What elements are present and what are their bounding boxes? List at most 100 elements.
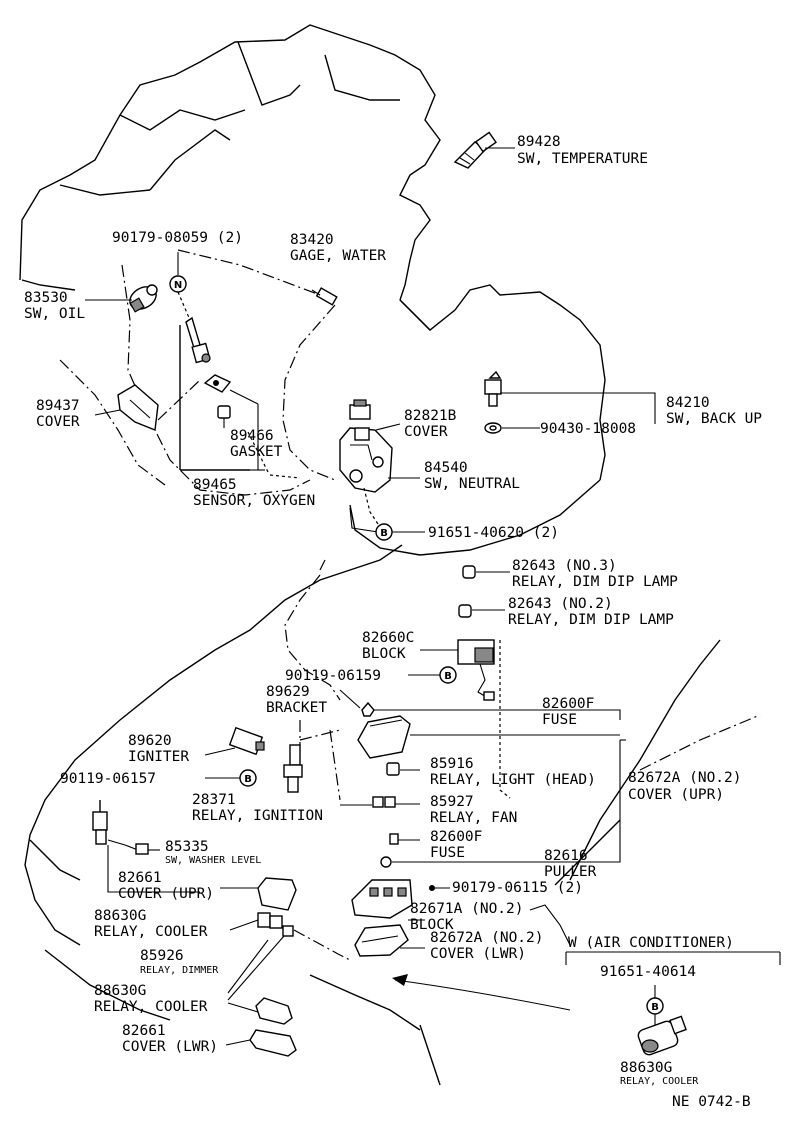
dim-dip-relay-no2-part	[458, 604, 472, 618]
ac-cooler-relay-part	[637, 1015, 687, 1056]
part-name-label: PULLER	[544, 864, 597, 880]
oxygen-sensor-cover-part	[117, 384, 159, 431]
part-number-label: 89437	[36, 398, 80, 414]
cooler-relay-2-part	[255, 997, 293, 1025]
part-number-label: 90119-06157	[60, 771, 156, 787]
b-marker-1: B	[375, 523, 393, 541]
water-gage-part	[311, 287, 338, 306]
part-number-label: 82672A (NO.2)	[628, 770, 742, 786]
part-number-label: 82660C	[362, 630, 414, 646]
washer-level-switch-part	[92, 800, 149, 855]
part-name-label: RELAY, COOLER	[94, 999, 208, 1015]
part-number-label: 83420	[290, 232, 334, 248]
part-name-label: BRACKET	[266, 700, 327, 716]
part-number-label: 82672A (NO.2)	[430, 930, 544, 946]
part-name-label: RELAY, DIM DIP LAMP	[508, 612, 674, 628]
part-number-label: 84540	[424, 460, 468, 476]
n-marker-letter: N	[174, 280, 182, 291]
part-name-label: SW, WASHER LEVEL	[165, 855, 261, 866]
oxygen-sensor-part	[179, 316, 250, 471]
fuse-clip-part	[361, 701, 375, 717]
headlight-relay-part	[386, 762, 400, 776]
igniter-part	[228, 726, 265, 756]
part-name-label: RELAY, COOLER	[94, 924, 208, 940]
part-number-label: 82643 (NO.2)	[508, 596, 613, 612]
part-number-label: 82600F	[430, 829, 482, 845]
part-number-label: 85927	[430, 794, 474, 810]
fan-relay-part	[372, 796, 396, 808]
part-name-label: SENSOR, OXYGEN	[193, 493, 315, 509]
part-name-label: GAGE, WATER	[290, 248, 386, 264]
part-labels: 89428 SW, TEMPERATURE 90179-08059 (2) 83…	[24, 134, 762, 1087]
b-marker-letter: B	[651, 1002, 659, 1013]
cooler-relay-part	[257, 912, 283, 929]
variant-heading: W (AIR CONDITIONER)	[568, 935, 734, 951]
part-number-label: 90430-18008	[540, 421, 636, 437]
part-number-label: 82661	[122, 1023, 166, 1039]
part-name-label: RELAY, DIMMER	[140, 965, 219, 976]
gasket-part	[203, 374, 259, 440]
dim-dip-relay-no3-part	[462, 565, 476, 579]
neutral-switch-part	[339, 399, 393, 493]
fuse-part	[389, 833, 399, 845]
part-number-label: 90179-08059 (2)	[112, 230, 243, 246]
n-marker: N	[169, 275, 187, 293]
part-name-label: COVER	[36, 414, 80, 430]
b-marker-letter: B	[444, 671, 452, 682]
engine-compartment-outline	[24, 544, 761, 1086]
part-number-label: 82821B	[404, 408, 457, 424]
part-name-label: COVER	[404, 424, 448, 440]
part-number-label: 84210	[666, 395, 710, 411]
figure-code: NE 0742-B	[672, 1094, 751, 1110]
part-number-label: 88630G	[620, 1060, 672, 1076]
part-number-label: 85926	[140, 948, 184, 964]
back-up-switch-part	[484, 370, 502, 434]
part-number-label: 82600F	[542, 696, 594, 712]
relay-block-part	[457, 639, 495, 701]
part-name-label: SW, OIL	[24, 306, 85, 322]
part-number-label: 89629	[266, 684, 310, 700]
fuse-cover-part	[357, 715, 411, 759]
part-number-label: 89465	[193, 477, 237, 493]
upper-cover-part	[257, 877, 297, 911]
part-number-label: 83530	[24, 290, 68, 306]
part-name-label: BLOCK	[410, 917, 454, 933]
part-name-label: COVER (UPR)	[118, 886, 214, 902]
part-name-label: BLOCK	[362, 646, 406, 662]
part-name-label: COVER (LWR)	[122, 1039, 218, 1055]
relay-block-no2-part	[351, 879, 435, 919]
puller-part	[380, 856, 392, 868]
b-marker-2: B	[439, 666, 457, 684]
lower-cover-part	[249, 1029, 297, 1057]
part-number-label: 90119-06159	[285, 668, 381, 684]
part-number-label: 89428	[517, 134, 561, 150]
b-marker-4: B	[646, 997, 664, 1015]
part-number-label: 88630G	[94, 983, 146, 999]
part-number-label: 82616	[544, 848, 588, 864]
part-name-label: GASKET	[230, 444, 283, 460]
part-name-label: FUSE	[430, 845, 465, 861]
part-name-label: RELAY, FAN	[430, 810, 517, 826]
part-name-label: COVER (UPR)	[628, 787, 724, 803]
part-number-label: 89620	[128, 733, 172, 749]
b-marker-letter: B	[244, 774, 252, 785]
part-name-label: SW, TEMPERATURE	[517, 151, 648, 167]
oil-switch-part	[129, 284, 158, 313]
part-number-label: 28371	[192, 792, 236, 808]
part-number-label: 82661	[118, 870, 162, 886]
part-name-label: SW, BACK UP	[666, 411, 762, 427]
part-name-label: RELAY, LIGHT (HEAD)	[430, 772, 596, 788]
bracket-part	[283, 744, 303, 793]
part-number-label: 82671A (NO.2)	[410, 901, 524, 917]
part-number-label: 85335	[165, 839, 209, 855]
part-name-label: COVER (LWR)	[430, 946, 526, 962]
part-number-label: 91651-40620 (2)	[428, 525, 559, 541]
part-number-label: 89466	[230, 428, 274, 444]
part-name-label: FUSE	[542, 712, 577, 728]
part-name-label: RELAY, IGNITION	[192, 808, 323, 824]
part-name-label: IGNITER	[128, 749, 189, 765]
part-name-label: RELAY, COOLER	[620, 1076, 699, 1087]
b-marker-letter: B	[380, 528, 388, 539]
bolt-part	[217, 405, 231, 428]
